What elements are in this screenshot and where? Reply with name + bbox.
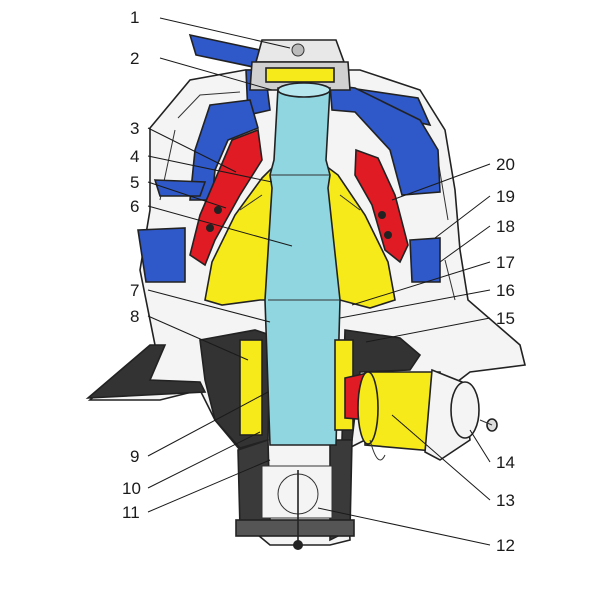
leader-19 bbox=[434, 195, 491, 239]
callout-numbers: 1 2 3 4 5 6 7 8 9 10 11 12 13 14 15 16 1… bbox=[122, 8, 515, 555]
callout-8: 8 bbox=[130, 307, 139, 326]
callout-16: 16 bbox=[496, 281, 515, 300]
leader-6 bbox=[147, 205, 293, 247]
callout-13: 13 bbox=[496, 491, 515, 510]
callout-17: 17 bbox=[496, 253, 515, 272]
leader-2 bbox=[159, 57, 273, 91]
callout-9: 9 bbox=[130, 447, 139, 466]
leader-20 bbox=[391, 163, 491, 201]
callout-19: 19 bbox=[496, 187, 515, 206]
callout-15: 15 bbox=[496, 309, 515, 328]
leader-17 bbox=[351, 261, 491, 306]
leader-13 bbox=[391, 414, 491, 501]
leader-11 bbox=[147, 459, 271, 513]
callout-10: 10 bbox=[122, 479, 141, 498]
leader-7 bbox=[147, 289, 271, 323]
leader-10 bbox=[147, 431, 261, 489]
leader-12 bbox=[317, 507, 491, 546]
leader-16 bbox=[339, 289, 491, 319]
callout-5: 5 bbox=[130, 173, 139, 192]
callout-3: 3 bbox=[130, 119, 139, 138]
callout-1: 1 bbox=[130, 8, 139, 27]
leader-8 bbox=[147, 315, 249, 361]
leader-14 bbox=[469, 429, 491, 463]
main-shaft bbox=[264, 82, 341, 446]
leader-lines bbox=[147, 17, 491, 546]
leader-18 bbox=[439, 225, 491, 263]
callout-20: 20 bbox=[496, 155, 515, 174]
callout-14: 14 bbox=[496, 453, 515, 472]
callout-7: 7 bbox=[130, 281, 139, 300]
callout-2: 2 bbox=[130, 49, 139, 68]
callout-6: 6 bbox=[130, 197, 139, 216]
callout-11: 11 bbox=[122, 503, 140, 522]
leader-1 bbox=[159, 17, 291, 49]
leader-3 bbox=[147, 127, 237, 173]
eccentric-bushing bbox=[239, 339, 354, 436]
leader-9 bbox=[147, 391, 269, 457]
leader-5 bbox=[147, 181, 227, 209]
callout-4: 4 bbox=[130, 147, 139, 166]
leader-4 bbox=[147, 155, 273, 183]
callout-12: 12 bbox=[496, 536, 515, 555]
bowl-liner bbox=[189, 128, 409, 267]
leader-15 bbox=[365, 317, 491, 343]
countershaft-assembly bbox=[344, 368, 498, 461]
callout-18: 18 bbox=[496, 217, 515, 236]
blue-top-frame bbox=[137, 33, 441, 283]
